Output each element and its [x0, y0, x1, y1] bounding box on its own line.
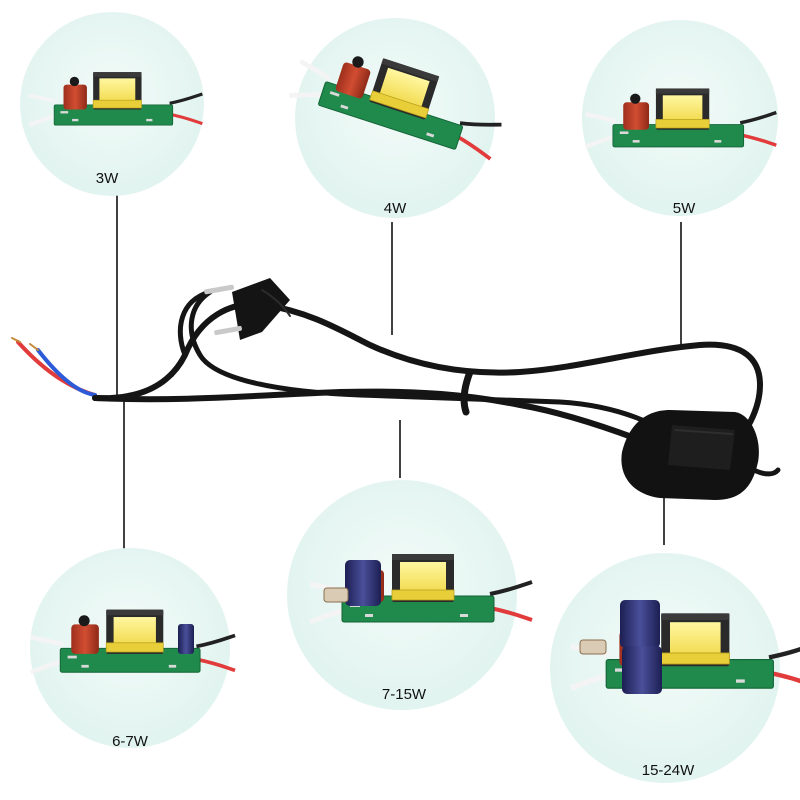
label-4w: 4W: [383, 200, 407, 217]
eu-plug: [204, 278, 291, 340]
driver-6-7w: [30, 548, 235, 748]
label-3w: 3W: [95, 170, 119, 187]
label-15-24w: 15-24W: [641, 762, 695, 779]
label-7-15w: 7-15W: [381, 686, 427, 703]
inline-switch: [621, 410, 759, 500]
driver-3w: [20, 12, 205, 196]
driver-7-15w: [287, 480, 532, 710]
eu-plug-cable-with-switch: [11, 278, 781, 500]
label-6-7w: 6-7W: [112, 733, 148, 750]
label-5w: 5W: [672, 200, 696, 217]
driver-5w: [582, 20, 778, 216]
driver-15-24w: [550, 553, 800, 783]
driver-4w: [289, 18, 510, 218]
